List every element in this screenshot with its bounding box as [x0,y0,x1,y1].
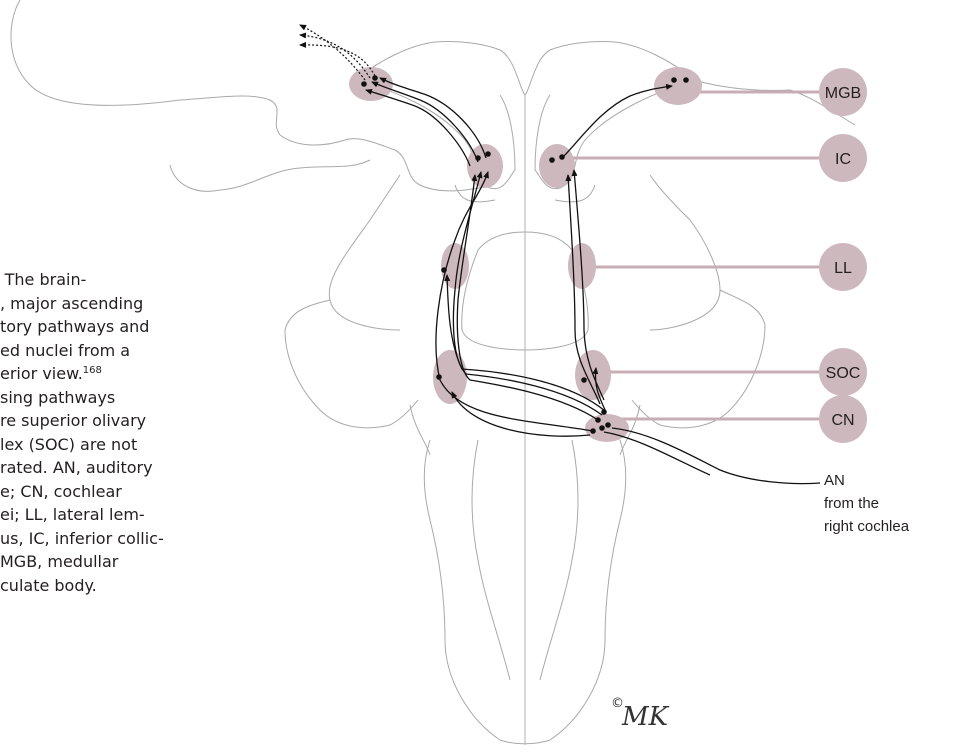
caption-line: re 5. The brain- [0,268,300,292]
cortex-fold [170,160,370,191]
an-label-line1: AN [824,472,845,489]
label-soc: SOC [826,365,861,382]
right-medulla [550,440,626,740]
caption-line: tory pathways and [0,315,300,339]
caption-line: e; CN, cochlear [0,480,300,504]
an-label: AN from the right cochlea [824,472,910,535]
cortex-outline [11,0,490,191]
pathway-right-ic-to-mgb [562,86,672,158]
label-cn: CN [831,412,854,429]
caption-text: e; CN, cochlear [0,482,122,501]
an-label-line3: right cochlea [824,518,910,535]
artist-signature: © MK [611,696,670,732]
figure-caption: re 5. The brain- , major ascending tory pa… [0,268,300,750]
caption-line: sing pathways [0,386,300,410]
caption-line: ei; LL, lateral lem- [0,503,300,527]
caption-text: , major ascending [0,294,143,313]
caption-text: rated. AN, auditory [0,458,153,477]
label-ic: IC [835,151,851,168]
label-mgb: MGB [825,85,861,102]
caption-text: re superior olivary [0,411,146,430]
caption-line: culate body. [0,574,300,598]
caption-line: , major ascending [0,292,300,316]
left-peduncle [285,300,418,428]
pathway-left-ic-to-mgb-3 [366,90,470,166]
pathway-cn-to-left-soc [452,392,590,436]
caption-line: us, IC, inferior collic- [0,527,300,551]
dotted-path-1 [300,25,365,80]
left-medulla [424,440,500,740]
caption-line: re superior olivary [0,409,300,433]
caption-text: culate body. [0,576,97,595]
caption-text: tory pathways and [0,317,149,336]
caption-reference: 168 [83,365,102,376]
caption-text: ei; LL, lateral lem- [0,505,145,524]
left-medulla-upper [410,405,430,455]
caption-text: us, IC, inferior collic- [0,529,164,548]
right-pyramid [540,440,578,680]
label-ll: LL [834,260,852,277]
nucleus-cn-right [585,414,629,442]
left-pyramid [472,440,510,680]
nucleus-mgb-right [654,67,702,105]
caption-line: ed nuclei from a [0,339,300,363]
right-peduncle [632,290,765,428]
right-pons-outer [650,175,720,330]
caption-text: erior view. [0,364,83,383]
caption-text: The brain- [0,270,86,289]
right-thalamus-edge [695,80,790,91]
an-nerve-1 [612,428,820,484]
label-circles [819,68,867,443]
signature-initials: MK [621,702,670,732]
midbrain-top [355,41,695,95]
caption-line: MGB, medullar [0,550,300,574]
left-pons-outer [329,175,400,330]
caption-text: lex (SOC) are not [0,435,137,454]
caption-line: lex (SOC) are not [0,433,300,457]
caption-text: ed nuclei from a [0,341,130,360]
caption-line: rated. AN, auditory [0,456,300,480]
caption-line: erior view.168 [0,362,300,386]
caption-text: sing pathways [0,388,115,407]
caption-text: MGB, medullar [0,552,118,571]
an-label-line2: from the [824,495,879,512]
